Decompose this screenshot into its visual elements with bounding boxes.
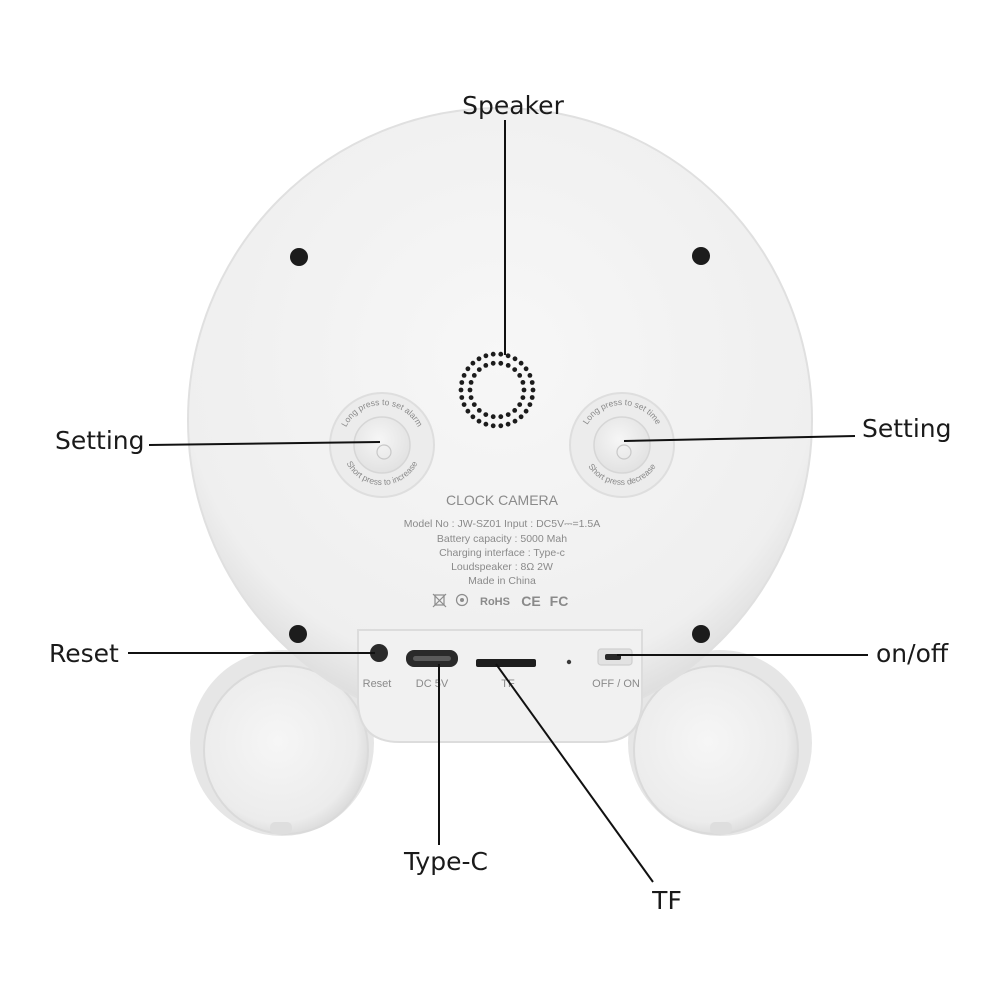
speaker-hole: [465, 366, 471, 372]
speaker-hole: [529, 380, 535, 385]
speaker-hole: [517, 373, 523, 378]
setting-left-callout-line: [148, 441, 381, 446]
left-foot: [190, 650, 374, 836]
speaker-hole: [468, 380, 474, 385]
speaker-hole: [470, 360, 476, 366]
callout-setting-left: Setting: [55, 426, 145, 455]
rohs-mark: RoHS: [480, 596, 510, 608]
ce-mark: CE: [521, 593, 540, 609]
indicator-hole: [566, 659, 572, 665]
speaker-hole: [471, 402, 477, 407]
speaker-hole: [468, 395, 474, 400]
speaker-hole: [498, 414, 504, 420]
speaker-hole: [505, 421, 511, 427]
speaker-hole: [505, 363, 511, 368]
speaker-hole: [523, 408, 529, 414]
tf-callout-line: [495, 663, 654, 883]
callout-setting-right: Setting: [862, 414, 952, 443]
spec-line: Battery capacity : 5000 Mah: [437, 533, 567, 545]
speaker-hole: [527, 373, 533, 378]
speaker-hole: [518, 360, 524, 366]
speaker-hole: [490, 360, 496, 366]
speaker-hole: [465, 408, 471, 414]
callout-speaker: Speaker: [462, 91, 564, 120]
reset-port-label: Reset: [363, 678, 392, 690]
speaker-hole: [476, 367, 482, 372]
speaker-hole: [498, 360, 504, 366]
speaker-hole: [490, 414, 496, 420]
speaker-hole: [483, 353, 489, 359]
speaker-hole: [490, 423, 496, 429]
device-title: CLOCK CAMERA: [446, 492, 559, 508]
speaker-grille: [458, 351, 536, 429]
speaker-hole: [518, 414, 524, 420]
speaker-hole: [512, 367, 518, 372]
speaker-hole: [527, 402, 533, 407]
tf-card-slot[interactable]: [476, 659, 536, 667]
setting-button-right[interactable]: Long press to set time Short press decre…: [569, 392, 675, 498]
speaker-hole: [521, 387, 527, 393]
speaker-hole: [512, 408, 518, 413]
speaker-hole: [459, 395, 465, 400]
screw-bottom-right: [692, 625, 710, 643]
switch-port-label: OFF / ON: [592, 678, 640, 690]
callout-tf: TF: [651, 886, 682, 915]
speaker-hole: [461, 373, 467, 378]
setting-button-left[interactable]: Long press to set alarm Short press to i…: [329, 392, 435, 498]
spec-line: Charging interface : Type-c: [439, 547, 565, 559]
callout-type-c: Type-C: [403, 847, 488, 876]
setting-right-callout-line: [623, 435, 856, 442]
spec-line: Model No : JW-SZ01 Input : DC5V⎓=1.5A: [404, 518, 600, 530]
speaker-hole: [498, 423, 504, 429]
speaker-hole: [490, 351, 496, 357]
callout-reset: Reset: [49, 639, 119, 668]
speaker-hole: [467, 387, 473, 393]
screw-bottom-left: [289, 625, 307, 643]
spec-line: Made in China: [468, 575, 536, 587]
weee-icon: [432, 593, 447, 608]
speaker-hole: [458, 387, 464, 393]
speaker-hole: [530, 387, 536, 393]
speaker-hole: [483, 421, 489, 427]
callout-onoff: on/off: [876, 639, 949, 668]
speaker-hole: [461, 402, 467, 407]
speaker-hole: [520, 395, 526, 400]
screw-top-right: [692, 247, 710, 265]
fcc-mark: FC: [550, 593, 569, 609]
screw-top-left: [290, 248, 308, 266]
cert-marks: RoHS CE FC: [432, 593, 569, 609]
reset-button[interactable]: [370, 644, 388, 662]
speaker-hole: [483, 412, 489, 417]
speaker-hole: [505, 353, 511, 359]
speaker-hole: [498, 351, 504, 357]
speaker-hole: [459, 380, 465, 385]
speaker-hole: [470, 414, 476, 420]
callout-lines: [128, 120, 868, 883]
speaker-hole: [471, 373, 477, 378]
speaker-hole: [476, 418, 482, 424]
speaker-hole: [529, 395, 535, 400]
recycle-icon: [455, 593, 469, 607]
speaker-hole: [512, 418, 518, 424]
speaker-hole: [512, 356, 518, 362]
speaker-hole: [517, 402, 523, 407]
speaker-hole: [523, 366, 529, 372]
right-foot: [628, 650, 812, 836]
spec-line: Loudspeaker : 8Ω 2W: [451, 561, 553, 573]
speaker-hole: [520, 380, 526, 385]
speaker-hole: [476, 408, 482, 413]
speaker-hole: [476, 356, 482, 362]
dc-port-label: DC 5V: [416, 678, 449, 690]
speaker-hole: [483, 363, 489, 368]
speaker-hole: [505, 412, 511, 417]
